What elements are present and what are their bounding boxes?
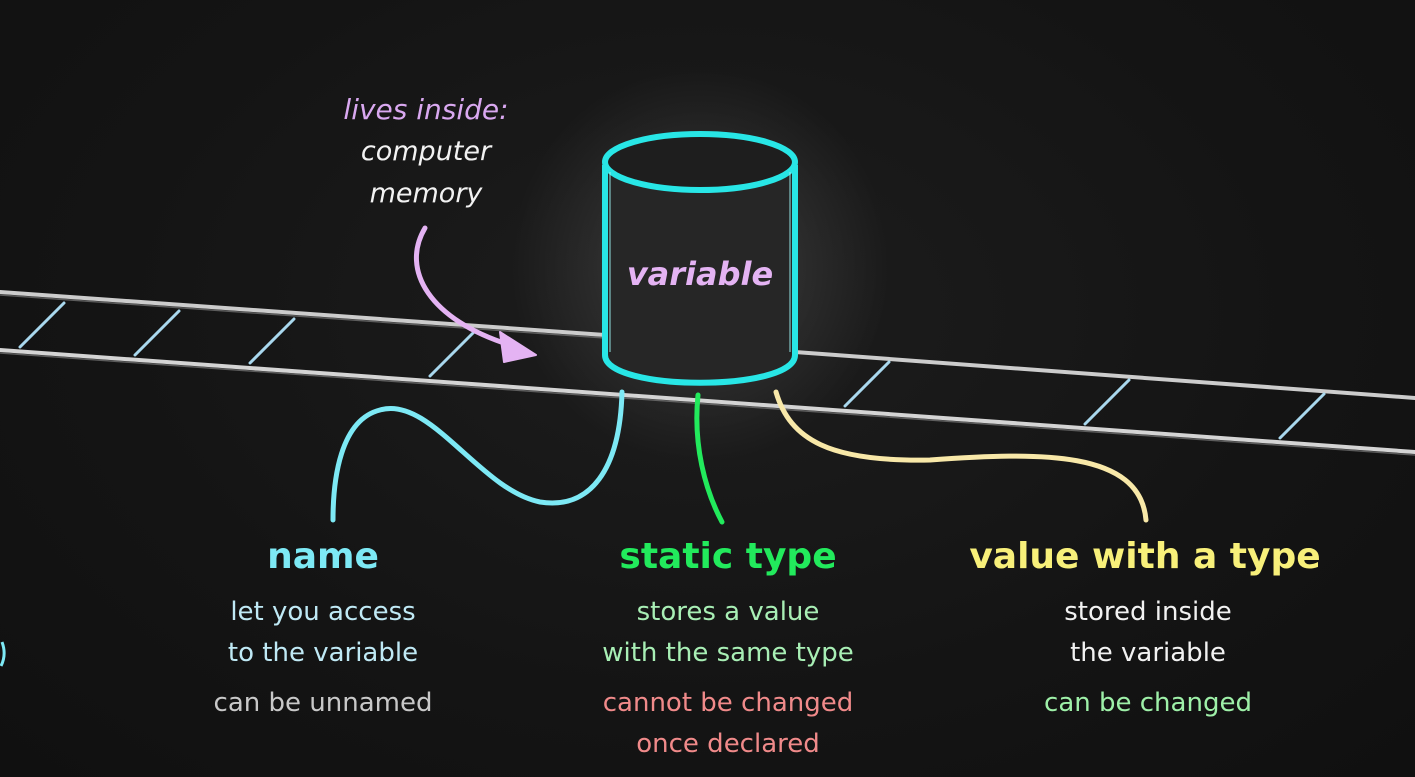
name-connector — [330, 389, 625, 523]
cylinder-body-outline — [602, 165, 798, 386]
annotation-line-1: computer — [360, 136, 492, 167]
memory-track-bottom-rail — [0, 348, 1415, 454]
track-tie — [133, 309, 181, 357]
annotation-line-2: memory — [369, 178, 483, 209]
variable-cylinder — [602, 131, 798, 386]
annotation-arrow — [413, 225, 537, 363]
edge-mark — [0, 641, 6, 667]
memory-track-top-rail — [0, 290, 607, 337]
memory-track-top-rail-right — [793, 350, 1415, 400]
memory-track — [0, 290, 1415, 456]
value-desc-line-2: the variable — [1070, 638, 1226, 668]
track-tie — [1278, 392, 1326, 440]
static-type-note-line-1: cannot be changed — [602, 688, 854, 718]
cylinder-label: variable — [626, 255, 774, 293]
value-title: value with a type — [969, 536, 1321, 577]
track-tie — [248, 317, 296, 365]
cylinder-top-outline — [602, 131, 798, 193]
memory-track-ties — [18, 301, 1326, 440]
value-desc-line-1: stored inside — [1064, 597, 1232, 627]
name-note: can be unnamed — [213, 688, 433, 718]
value-note: can be changed — [1044, 688, 1252, 718]
static-type-desc-line-1: stores a value — [636, 597, 820, 627]
track-tie — [1083, 378, 1131, 426]
name-desc-line-1: let you access — [230, 597, 416, 627]
static-type-note-line-2: once declared — [636, 729, 820, 759]
track-tie — [428, 330, 476, 378]
name-title: name — [267, 536, 379, 577]
static-type-title: static type — [619, 536, 837, 577]
value-connector — [773, 389, 1149, 523]
track-tie — [18, 301, 66, 349]
static-type-desc-line-2: with the same type — [602, 638, 854, 668]
track-tie — [843, 360, 891, 408]
name-desc-line-2: to the variable — [227, 638, 419, 668]
annotation-title: lives inside: — [343, 93, 509, 126]
static-type-connector — [694, 392, 725, 525]
